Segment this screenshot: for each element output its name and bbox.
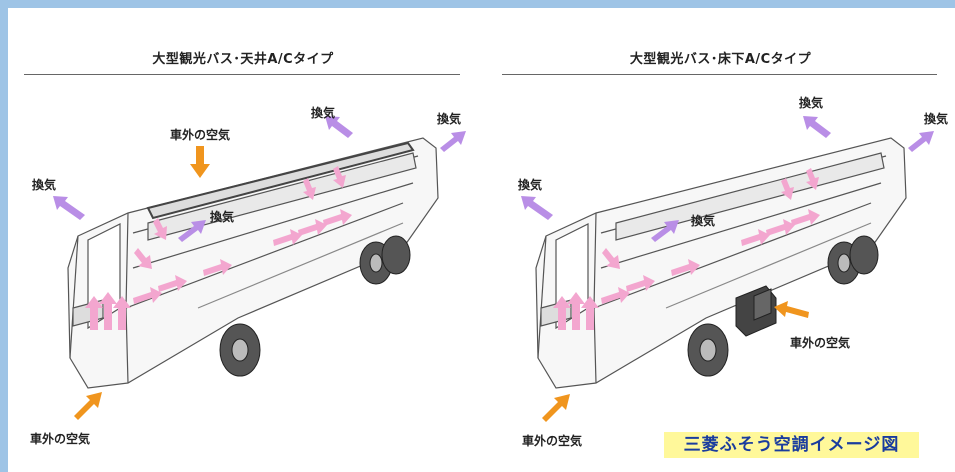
exhaust-arrows <box>53 116 466 242</box>
title-divider <box>24 74 460 75</box>
label-exhaust-top: 換気 <box>311 106 336 120</box>
title-divider <box>502 74 937 75</box>
label-exhaust-mid: 換気 <box>691 214 716 228</box>
roof-duct <box>146 141 415 220</box>
panel-ceiling-ac: 大型観光バス･天井A/Cタイプ <box>8 8 478 472</box>
label-exhaust-right: 換気 <box>924 112 949 126</box>
underfloor-ac-unit <box>735 285 777 337</box>
diagram-frame: 大型観光バス･天井A/Cタイプ <box>8 8 955 472</box>
label-fresh-air-side: 車外の空気 <box>790 336 851 350</box>
label-exhaust-right: 換気 <box>437 112 462 126</box>
wheels <box>687 235 879 377</box>
cool-air-arrows <box>553 168 820 330</box>
label-exhaust-left: 換気 <box>32 178 57 192</box>
fresh-air-arrows <box>542 301 809 422</box>
caption-banner: 三菱ふそう空調イメージ図 <box>664 432 919 458</box>
label-exhaust-top: 換気 <box>799 96 824 110</box>
fresh-air-arrows <box>74 146 210 420</box>
label-fresh-air-bottom: 車外の空気 <box>522 434 583 448</box>
panel-title: 大型観光バス･天井A/Cタイプ <box>152 52 334 67</box>
label-fresh-air-top: 車外の空気 <box>170 128 231 142</box>
label-exhaust-left: 換気 <box>518 178 543 192</box>
bus-illustration <box>53 116 466 420</box>
cool-air-arrows <box>85 166 352 330</box>
wheels <box>219 235 411 377</box>
label-fresh-air-bottom: 車外の空気 <box>30 432 91 446</box>
bus-body <box>535 137 907 389</box>
exhaust-arrows <box>521 116 934 242</box>
panel-underfloor-ac: 大型観光バス･床下A/Cタイプ <box>486 8 955 472</box>
panel-title: 大型観光バス･床下A/Cタイプ <box>629 52 812 67</box>
bus-illustration <box>521 116 934 422</box>
label-exhaust-mid: 換気 <box>210 210 235 224</box>
